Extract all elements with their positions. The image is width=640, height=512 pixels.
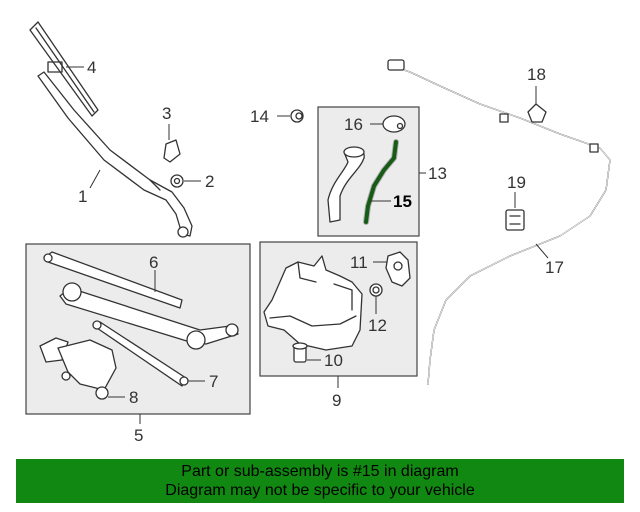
highlighted-hose[interactable] — [364, 140, 398, 224]
wiper-blade[interactable] — [29, 21, 99, 117]
banner-line-2: Diagram may not be specific to your vehi… — [165, 482, 475, 499]
callout-1: 1 — [78, 187, 87, 206]
parts-diagram: 1 2 3 4 5 6 7 8 9 10 11 12 13 14 15 16 1… — [25, 21, 611, 445]
link-rod[interactable] — [92, 320, 189, 387]
callout-16: 16 — [344, 115, 363, 134]
callout-10: 10 — [324, 351, 343, 370]
callout-14: 14 — [250, 107, 269, 126]
callout-6: 6 — [149, 253, 158, 272]
pump-seal[interactable] — [369, 283, 383, 297]
washer-pump[interactable] — [385, 251, 411, 287]
callout-11: 11 — [350, 253, 368, 272]
callout-2: 2 — [205, 172, 214, 191]
washer-hose[interactable] — [387, 59, 611, 385]
wiper-arm[interactable] — [37, 71, 193, 238]
callout-3: 3 — [162, 104, 171, 123]
callout-15: 15 — [393, 192, 412, 211]
callout-19: 19 — [507, 173, 526, 192]
callout-12: 12 — [368, 316, 387, 335]
wiper-linkage[interactable] — [43, 251, 239, 350]
grommet[interactable] — [290, 109, 304, 123]
hose-clip[interactable] — [527, 103, 547, 123]
level-sensor[interactable] — [292, 342, 308, 363]
hose-outline — [363, 139, 399, 225]
callout-7: 7 — [209, 372, 218, 391]
callout-17: 17 — [545, 258, 564, 277]
filler-neck[interactable] — [327, 146, 365, 223]
info-banner: Part or sub-assembly is #15 in diagram D… — [16, 459, 624, 503]
leader-lines — [66, 66, 549, 424]
wiper-motor[interactable] — [39, 337, 117, 400]
callout-9: 9 — [332, 391, 341, 410]
washer-reservoir[interactable] — [263, 255, 363, 351]
callout-18: 18 — [527, 65, 546, 84]
callout-8: 8 — [129, 388, 138, 407]
banner-line-1: Part or sub-assembly is #15 in diagram — [181, 463, 459, 480]
hose-retainer[interactable] — [505, 209, 525, 231]
callout-5: 5 — [134, 426, 143, 445]
filler-cap[interactable] — [382, 115, 406, 133]
callout-13: 13 — [428, 164, 447, 183]
arm-nut[interactable] — [170, 174, 184, 188]
callout-4: 4 — [87, 58, 96, 77]
arm-cap[interactable] — [163, 139, 181, 163]
